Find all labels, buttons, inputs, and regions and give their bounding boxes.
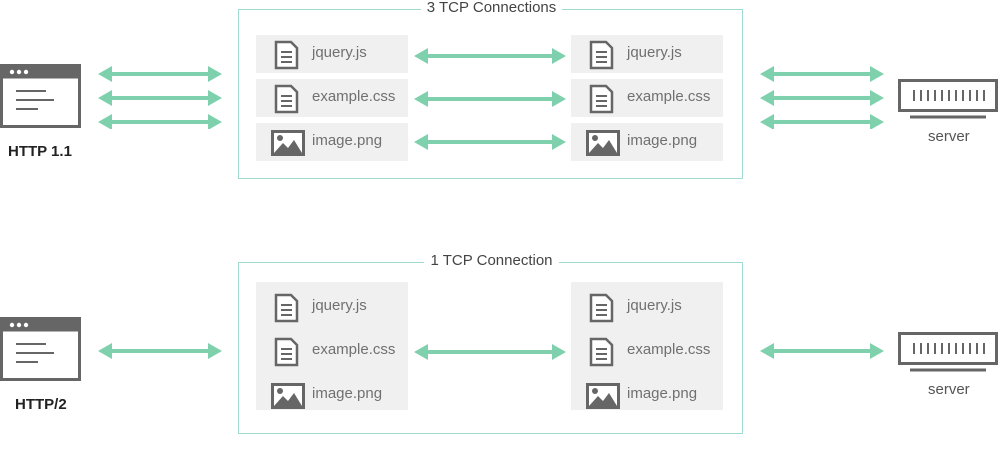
server-icon [898, 332, 1000, 374]
file-item-example-css: example.css [571, 79, 723, 117]
file-name: example.css [312, 341, 396, 358]
document-icon [589, 293, 614, 323]
server-label: server [928, 128, 970, 145]
file-name: example.css [627, 88, 711, 105]
file-name: jquery.js [312, 44, 367, 61]
image-icon [586, 383, 620, 409]
file-item-jquery: jquery.js [571, 288, 723, 326]
file-name: example.css [627, 341, 711, 358]
browser-window-icon [0, 64, 82, 130]
file-name: jquery.js [627, 44, 682, 61]
file-name: image.png [627, 385, 698, 402]
document-icon [274, 84, 299, 114]
file-item-jquery: jquery.js [256, 288, 408, 326]
file-name: jquery.js [627, 297, 682, 314]
client-arrow [98, 343, 222, 359]
transfer-arrow [414, 344, 566, 360]
document-icon [589, 337, 614, 367]
image-icon [271, 383, 305, 409]
document-icon [274, 337, 299, 367]
browser-window-icon [0, 317, 82, 383]
frame-title: 3 TCP Connections [420, 0, 563, 16]
tcp-connections-frame: 3 TCP Connections [238, 0, 743, 179]
server-arrow [760, 343, 884, 359]
file-item-jquery: jquery.js [256, 35, 408, 73]
document-icon [589, 84, 614, 114]
client-arrows [98, 66, 222, 129]
file-name: example.css [312, 88, 396, 105]
http1-diagram: HTTP 1.1 3 TCP Connections jquery.js exa… [0, 0, 1000, 200]
frame-title: 1 TCP Connection [424, 252, 559, 269]
file-item-example-css: example.css [571, 332, 723, 370]
file-name: image.png [627, 132, 698, 149]
server-label: server [928, 381, 970, 398]
document-icon [589, 40, 614, 70]
file-name: image.png [312, 132, 383, 149]
file-item-example-css: example.css [256, 79, 408, 117]
image-icon [586, 130, 620, 156]
file-item-example-css: example.css [256, 332, 408, 370]
file-item-image-png: image.png [256, 376, 408, 414]
client-label: HTTP 1.1 [8, 143, 72, 160]
server-arrows [760, 66, 884, 129]
client-label: HTTP/2 [15, 396, 67, 413]
file-item-image-png: image.png [571, 376, 723, 414]
file-item-image-png: image.png [256, 123, 408, 161]
document-icon [274, 293, 299, 323]
file-item-image-png: image.png [571, 123, 723, 161]
image-icon [271, 130, 305, 156]
file-item-jquery: jquery.js [571, 35, 723, 73]
server-icon [898, 79, 1000, 121]
file-name: jquery.js [312, 297, 367, 314]
file-name: image.png [312, 385, 383, 402]
http2-diagram: HTTP/2 1 TCP Connection jquery.js exampl… [0, 252, 1000, 453]
transfer-arrows [414, 48, 566, 150]
document-icon [274, 40, 299, 70]
tcp-connection-frame: 1 TCP Connection [238, 252, 743, 434]
